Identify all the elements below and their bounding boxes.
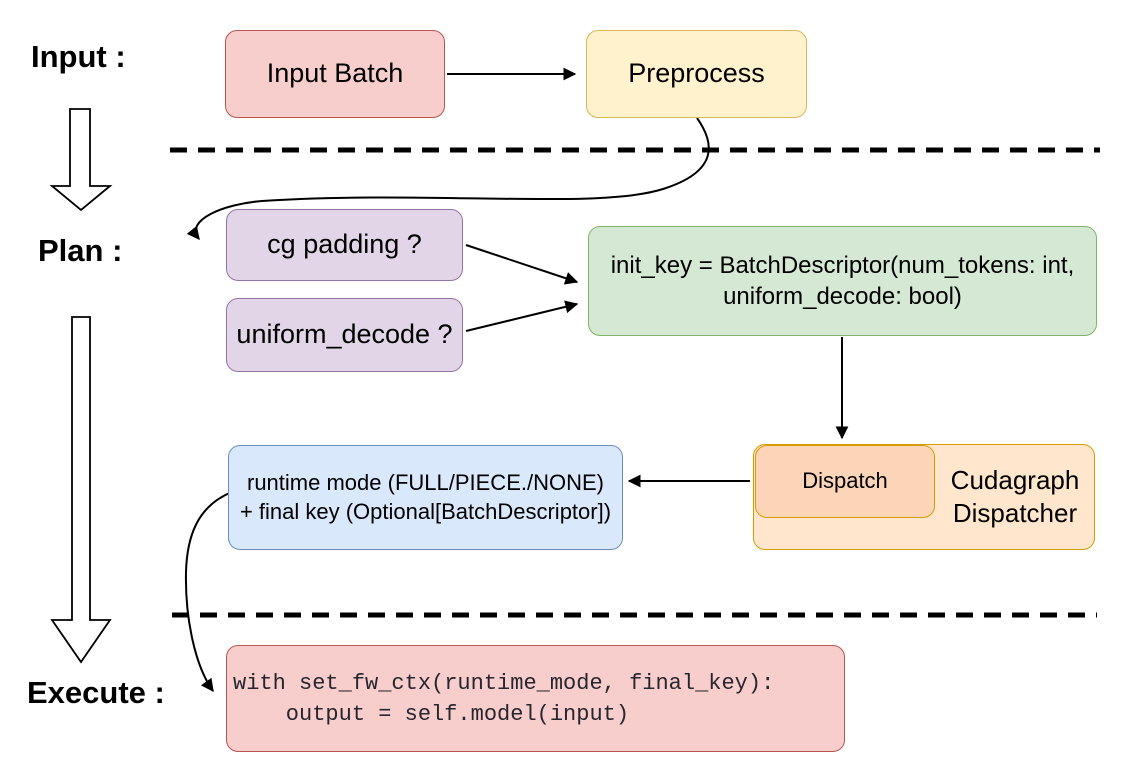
node-dispatch: Dispatch [755, 445, 935, 518]
node-cg-padding: cg padding ? [226, 209, 463, 281]
node-execute-code-line2: output = self.model(input) [233, 701, 630, 727]
node-execute-code: with set_fw_ctx(runtime_mode, final_key)… [226, 645, 845, 752]
stage-label-execute: Execute : [27, 675, 165, 710]
node-execute-code-line1: with set_fw_ctx(runtime_mode, final_key)… [233, 670, 775, 696]
edge-runtime-mode-to-execute-code [184, 491, 233, 693]
node-uniform-decode-label: uniform_decode ? [236, 319, 453, 350]
node-uniform-decode: uniform_decode ? [226, 298, 463, 372]
block-arrow-down-input-to-plan-icon [49, 108, 113, 212]
node-cudagraph-dispatcher-line2: Dispatcher [952, 498, 1078, 528]
node-init-key: init_key = BatchDescriptor(num_tokens: i… [588, 226, 1097, 336]
node-input-batch-label: Input Batch [266, 58, 404, 89]
stage-label-input: Input : [31, 39, 126, 74]
edge-cg-padding-to-init-key [465, 244, 579, 285]
node-cudagraph-dispatcher-label: Cudagraph Dispatcher [935, 444, 1095, 550]
node-runtime-mode-line2: + final key (Optional[BatchDescriptor]) [239, 498, 612, 524]
node-cg-padding-label: cg padding ? [267, 229, 422, 260]
node-init-key-line2: uniform_decode: bool) [723, 283, 962, 310]
node-cudagraph-dispatcher-line1: Cudagraph [950, 464, 1080, 495]
node-init-key-line1: init_key = BatchDescriptor(num_tokens: i… [610, 251, 1075, 279]
edge-preprocess-to-cg-padding [186, 117, 710, 241]
node-runtime-mode-line1: runtime mode (FULL/PIECE./NONE) [247, 469, 604, 495]
edge-uniform-decode-to-init-key [465, 300, 579, 332]
node-preprocess-label: Preprocess [628, 58, 765, 89]
stage-label-plan: Plan : [38, 233, 123, 268]
node-dispatch-label: Dispatch [802, 468, 888, 494]
block-arrow-down-plan-to-execute-icon [50, 316, 112, 664]
node-input-batch: Input Batch [225, 30, 445, 118]
node-runtime-mode: runtime mode (FULL/PIECE./NONE) + final … [228, 445, 623, 550]
node-preprocess: Preprocess [586, 30, 807, 118]
